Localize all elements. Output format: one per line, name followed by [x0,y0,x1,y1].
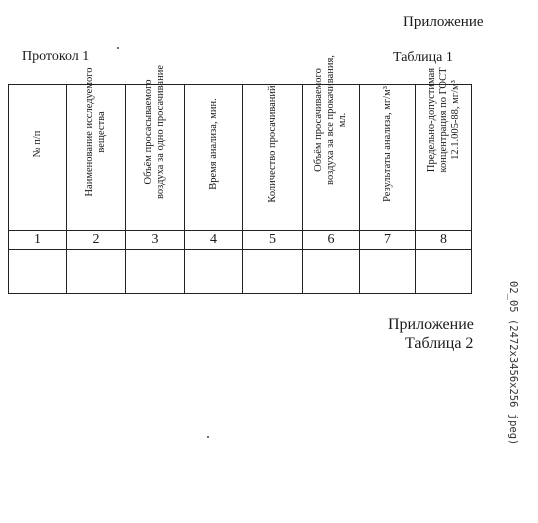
header-text: Время анализа, мин. [207,98,219,190]
column-number: 2 [66,230,126,250]
table-cell [359,249,416,294]
column-number: 6 [302,230,360,250]
empty-data-row [8,249,472,294]
appendix-title-top: Приложение [403,14,484,30]
column-number: 4 [184,230,243,250]
appendix-title-bottom: Приложение [388,316,474,333]
header-text: Предельно-допустимая концентрация по ГОС… [425,67,461,173]
protocol-title: Протокол 1 [22,49,90,64]
header-text: № п/п [31,130,43,158]
table-cell [184,249,243,294]
header-cell: Наименование исследуемого вещества [66,67,126,231]
column-number: 8 [415,230,472,250]
column-number: 5 [242,230,303,250]
table-cell [242,249,303,294]
header-cell: № п/п [8,84,67,231]
speck-mark [117,47,119,49]
table-cell [125,249,185,294]
header-cell: Предельно-допустимая концентрация по ГОС… [415,67,472,231]
header-cell: Объём просачиваемого воздуха за все прок… [302,55,360,231]
column-number-row: 1 2 3 4 5 6 7 8 [8,230,472,250]
header-cell: Результаты анализа, мг/м³ [359,84,416,231]
table-cell [8,249,67,294]
column-number: 3 [125,230,185,250]
table-cell [415,249,472,294]
table-header-row: № п/п Наименование исследуемого вещества… [8,55,472,231]
table2-label: Таблица 2 [405,335,474,352]
column-number: 7 [359,230,416,250]
header-text: Наименование исследуемого вещества [84,67,107,197]
header-text: Результаты анализа, мг/м³ [381,86,393,202]
header-cell: Количество просачиваний [242,84,303,231]
speck-mark [207,436,209,438]
header-text: Объём просачиваемого воздуха за все прок… [313,55,348,185]
protocol-table: № п/п Наименование исследуемого вещества… [8,55,472,294]
header-text: Количество просачиваний [266,85,278,203]
header-cell: Объём просасываемого воздуха за одно про… [125,65,185,231]
header-text: Объём просасываемого воздуха за одно про… [143,65,166,199]
table1-label: Таблица 1 [393,50,453,65]
table-cell [302,249,360,294]
scan-filename-note: 02_05 (2472x3456x256 jpeg) [507,281,519,446]
column-number: 1 [8,230,67,250]
header-cell: Время анализа, мин. [184,84,243,231]
table-cell [66,249,126,294]
